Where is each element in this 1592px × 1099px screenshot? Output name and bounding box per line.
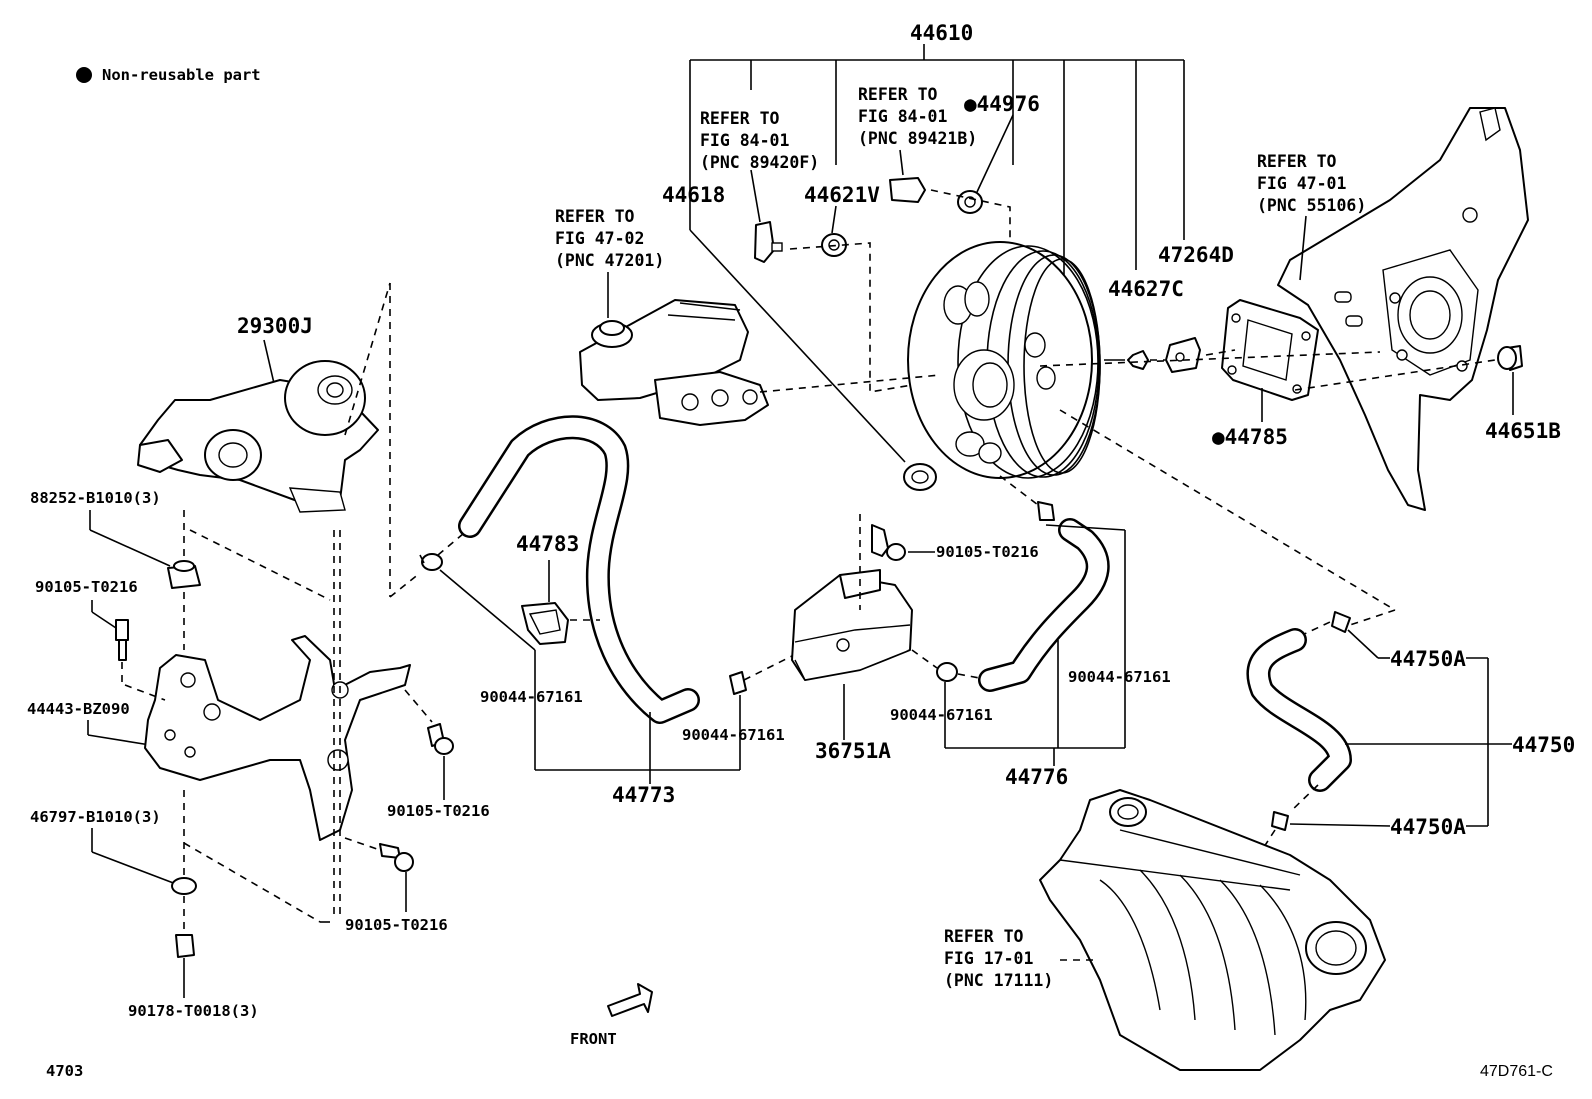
bolt-90105-b	[427, 723, 454, 755]
hose-44776	[978, 518, 1110, 692]
clamp-44750a-top	[1331, 611, 1351, 633]
part-label-44610: 44610	[910, 21, 973, 45]
ref-fig84-89421b-line1: REFER TO	[858, 85, 938, 104]
gasket-44785	[1221, 299, 1319, 401]
bolt-90105-c	[379, 843, 414, 872]
clip-44783	[521, 602, 569, 645]
part-label-36751a: 36751A	[815, 739, 891, 763]
part-label-47264d: 47264D	[1158, 243, 1234, 267]
ref-fig17-01-line1: REFER TO	[944, 927, 1024, 946]
legend-text: Non-reusable part	[102, 66, 261, 84]
ref-fig84-89420f-line3: (PNC 89420F)	[700, 153, 819, 172]
master-cylinder	[579, 299, 769, 426]
clamp-44776-upper	[1037, 501, 1055, 521]
clevis-47264d	[1165, 337, 1201, 373]
ref-fig84-89420f-line2: FIG 84-01	[700, 131, 789, 150]
part-label-44773: 44773	[612, 783, 675, 807]
nut-44627c	[1127, 350, 1149, 370]
washer-46797	[171, 877, 197, 895]
hose-44750	[1246, 628, 1352, 792]
part-label-44618: 44618	[662, 183, 725, 207]
part-label-90105-b: 90105-T0216	[387, 802, 490, 820]
part-label-90105-a: 90105-T0216	[35, 578, 138, 596]
front-label: FRONT	[570, 1030, 617, 1048]
ref-fig47-01-line1: REFER TO	[1257, 152, 1337, 171]
bolt-90105-a	[115, 619, 129, 661]
leader-44610	[689, 44, 1185, 280]
ref-fig47-02-line2: FIG 47-02	[555, 229, 644, 248]
nut-90178	[175, 934, 195, 958]
sensor-89421b	[889, 149, 926, 203]
vacuum-pump-29300j	[137, 360, 379, 513]
illustration-code: 47D761-C	[1480, 1063, 1553, 1080]
non-reusable-bullet-icon	[76, 67, 92, 83]
part-label-29300j: 29300J	[237, 314, 313, 338]
bolt-90105-canister	[871, 524, 906, 561]
canister-36751a	[791, 569, 913, 681]
ref-fig84-89421b-line2: FIG 84-01	[858, 107, 947, 126]
part-label-46797: 46797-B1010(3)	[30, 808, 161, 826]
part-label-44750a-bottom: 44750A	[1390, 815, 1466, 839]
ref-fig17-01-line2: FIG 17-01	[944, 949, 1033, 968]
part-label-44651b: 44651B	[1485, 419, 1561, 443]
part-label-44443: 44443-BZ090	[27, 700, 130, 718]
part-label-90044-d: 90044-67161	[1068, 668, 1171, 686]
grommet-44621v	[821, 205, 847, 257]
nut-44651b	[1497, 345, 1523, 371]
front-arrow-icon	[607, 983, 653, 1017]
part-label-44750: 44750	[1512, 733, 1575, 757]
part-label-90105-canister: 90105-T0216	[936, 543, 1039, 561]
part-label-90178: 90178-T0018(3)	[128, 1002, 259, 1020]
brake-booster	[907, 241, 1125, 479]
ref-fig17-01-line3: (PNC 17111)	[944, 971, 1053, 990]
pedal-bracket	[1277, 107, 1529, 511]
ref-fig84-89421b-line3: (PNC 89421B)	[858, 129, 977, 148]
ref-fig84-89420f-line1: REFER TO	[700, 109, 780, 128]
hose-44773	[458, 415, 700, 724]
part-label-44783: 44783	[516, 532, 579, 556]
ref-fig47-01-line3: (PNC 55106)	[1257, 196, 1366, 215]
bracket-44443	[144, 635, 411, 841]
ref-fig47-02-line1: REFER TO	[555, 207, 635, 226]
intake-manifold	[1039, 789, 1386, 1071]
part-label-44627c: 44627C	[1108, 277, 1184, 301]
ref-fig47-02-line3: (PNC 47201)	[555, 251, 664, 270]
clamp-44776-lower	[936, 662, 958, 682]
part-label-90105-c: 90105-T0216	[345, 916, 448, 934]
grommet-44618	[903, 463, 937, 491]
part-label-90044-c: 90044-67161	[890, 706, 993, 724]
grommet-44976	[957, 114, 1014, 214]
part-label-90044-a: 90044-67161	[480, 688, 583, 706]
part-label-44785: ●44785	[1212, 425, 1288, 449]
cushion-88252	[167, 560, 201, 589]
part-label-44976: ●44976	[964, 92, 1040, 116]
vacuum-sensor-89420f	[750, 169, 783, 263]
part-label-44776: 44776	[1005, 765, 1068, 789]
clamp-44750a-bottom	[1271, 811, 1289, 831]
part-label-88252: 88252-B1010(3)	[30, 489, 161, 507]
part-label-90044-b: 90044-67161	[682, 726, 785, 744]
figure-number: 4703	[46, 1062, 83, 1080]
ref-fig47-01-line2: FIG 47-01	[1257, 174, 1346, 193]
part-label-44621v: 44621V	[804, 183, 880, 207]
clamp-upper-left	[419, 553, 443, 571]
part-label-44750a-top: 44750A	[1390, 647, 1466, 671]
clamp-44773-lower	[729, 671, 747, 695]
